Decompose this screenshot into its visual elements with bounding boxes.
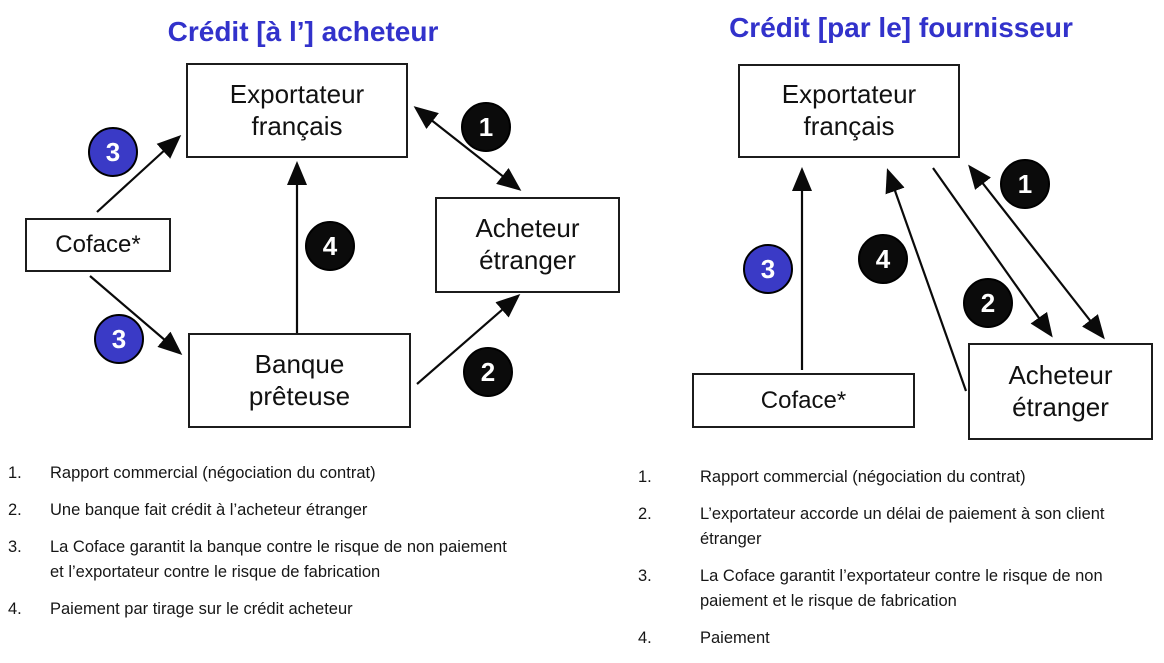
right-box-exportateur-francais: Exportateur français — [738, 64, 960, 158]
left-badge-1: 1 — [461, 102, 511, 152]
left-legend-number-3: 3. — [8, 538, 22, 556]
left-legend-text-1: Rapport commercial (négociation du contr… — [50, 464, 376, 482]
left-box-banque-preteuse: Banque prêteuse — [188, 333, 411, 428]
right-legend-number-1: 1. — [638, 468, 652, 486]
left-legend-number-2: 2. — [8, 501, 22, 519]
left-box-coface: Coface* — [25, 218, 171, 272]
right-badge-3: 3 — [743, 244, 793, 294]
right-legend-item-4: 4. Paiement — [638, 626, 1158, 651]
left-legend-item-2: 2. Une banque fait crédit à l’acheteur é… — [8, 498, 608, 523]
right-legend-text-2: L’exportateur accorde un délai de paieme… — [700, 505, 1105, 548]
left-box-exportateur-francais: Exportateur français — [186, 63, 408, 158]
right-legend-number-3: 3. — [638, 567, 652, 585]
right-legend-text-1: Rapport commercial (négociation du contr… — [700, 468, 1026, 486]
right-legend-item-3: 3. La Coface garantit l’exportateur cont… — [638, 564, 1158, 614]
left-legend-item-3: 3. La Coface garantit la banque contre l… — [8, 535, 608, 585]
right-badge-2: 2 — [963, 278, 1013, 328]
left-badge-3-lower: 3 — [94, 314, 144, 364]
right-legend-number-4: 4. — [638, 629, 652, 647]
right-badge-4: 4 — [858, 234, 908, 284]
left-panel-title: Crédit [à l’] acheteur — [167, 16, 439, 47]
left-legend: 1. Rapport commercial (négociation du co… — [8, 461, 608, 634]
left-badge-4: 4 — [305, 221, 355, 271]
left-legend-item-4: 4. Paiement par tirage sur le crédit ach… — [8, 597, 608, 622]
left-badge-2: 2 — [463, 347, 513, 397]
right-legend-item-1: 1. Rapport commercial (négociation du co… — [638, 465, 1158, 490]
right-box-coface: Coface* — [692, 373, 915, 428]
right-legend: 1. Rapport commercial (négociation du co… — [638, 465, 1158, 663]
left-legend-item-1: 1. Rapport commercial (négociation du co… — [8, 461, 608, 486]
left-legend-number-4: 4. — [8, 600, 22, 618]
left-legend-text-3: La Coface garantit la banque contre le r… — [50, 538, 507, 581]
right-legend-number-2: 2. — [638, 505, 652, 523]
right-panel-title: Crédit [par le] fournisseur — [729, 12, 1073, 43]
left-legend-number-1: 1. — [8, 464, 22, 482]
right-legend-item-2: 2. L’exportateur accorde un délai de pai… — [638, 502, 1158, 552]
right-legend-text-3: La Coface garantit l’exportateur contre … — [700, 567, 1103, 610]
right-box-acheteur-etranger: Acheteur étranger — [968, 343, 1153, 440]
left-legend-text-2: Une banque fait crédit à l’acheteur étra… — [50, 501, 368, 519]
right-badge-1: 1 — [1000, 159, 1050, 209]
left-badge-3-upper: 3 — [88, 127, 138, 177]
left-box-acheteur-etranger: Acheteur étranger — [435, 197, 620, 293]
right-legend-text-4: Paiement — [700, 629, 770, 647]
left-legend-text-4: Paiement par tirage sur le crédit achete… — [50, 600, 353, 618]
right-arrow-4-acheteur-to-exportateur — [885, 168, 968, 392]
